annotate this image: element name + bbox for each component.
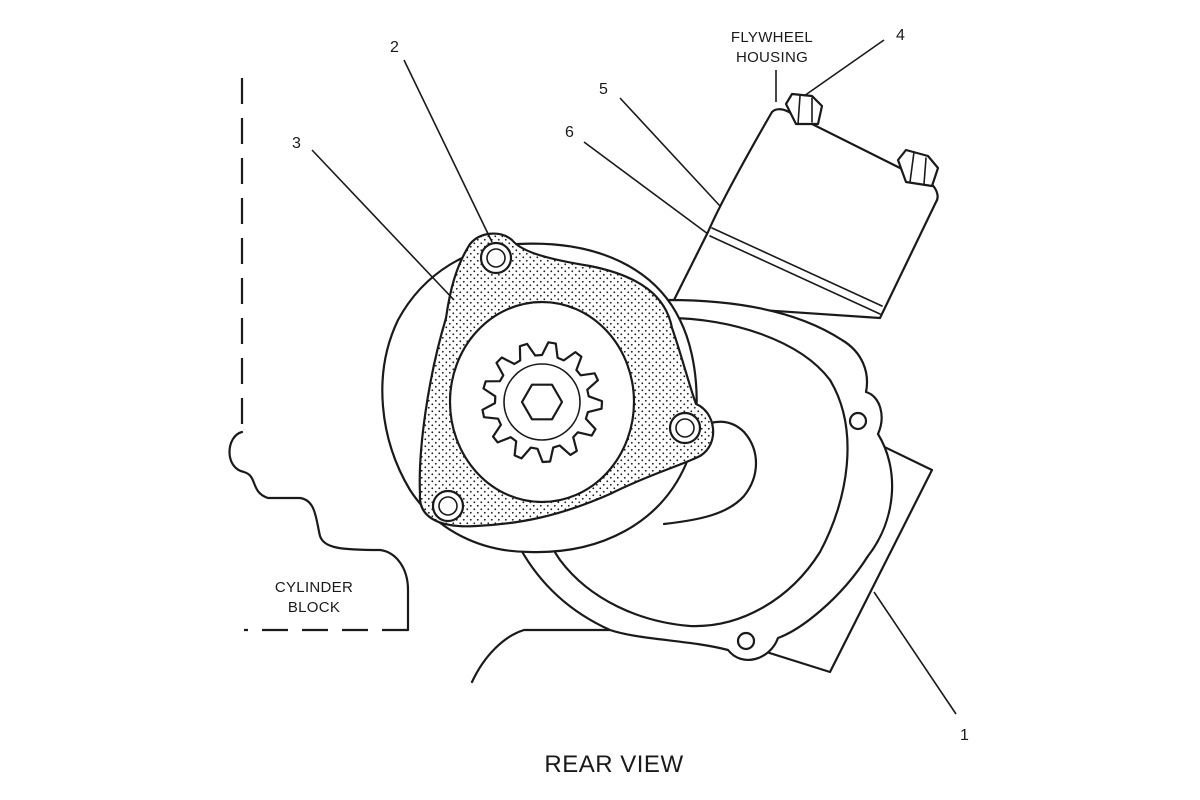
flange-bolt-hole bbox=[848, 411, 868, 431]
cylinder-block-outline bbox=[228, 78, 410, 632]
area-notes: FLYWHEEL HOUSING CYLINDER BLOCK bbox=[275, 29, 813, 616]
callouts: 1 2 3 4 5 6 bbox=[292, 27, 969, 744]
callout-1: 1 bbox=[960, 727, 969, 744]
flywheel-housing-label-line2: HOUSING bbox=[736, 49, 808, 66]
leader-lines bbox=[311, 39, 957, 715]
plate-bolt bbox=[479, 241, 513, 275]
callout-3: 3 bbox=[292, 135, 301, 152]
callout-5: 5 bbox=[599, 81, 608, 98]
callout-2: 2 bbox=[390, 39, 399, 56]
pinion-hex-socket bbox=[520, 383, 564, 421]
cylinder-block-label-line2: BLOCK bbox=[288, 599, 340, 616]
plate-bolt bbox=[431, 489, 465, 523]
diagram-caption: REAR VIEW bbox=[544, 751, 683, 778]
plate-bolt bbox=[668, 411, 702, 445]
callout-4: 4 bbox=[896, 27, 905, 44]
callout-6: 6 bbox=[565, 124, 574, 141]
pinion-assembly bbox=[448, 300, 636, 504]
lower-housing-arc bbox=[470, 628, 612, 684]
solenoid bbox=[670, 92, 940, 320]
terminal-nut-top bbox=[784, 92, 824, 126]
cylinder-block-label-line1: CYLINDER bbox=[275, 579, 353, 596]
flange-bolt-hole bbox=[736, 631, 756, 651]
flywheel-housing-label-line1: FLYWHEEL bbox=[731, 29, 813, 46]
terminal-nut-right bbox=[896, 148, 940, 188]
